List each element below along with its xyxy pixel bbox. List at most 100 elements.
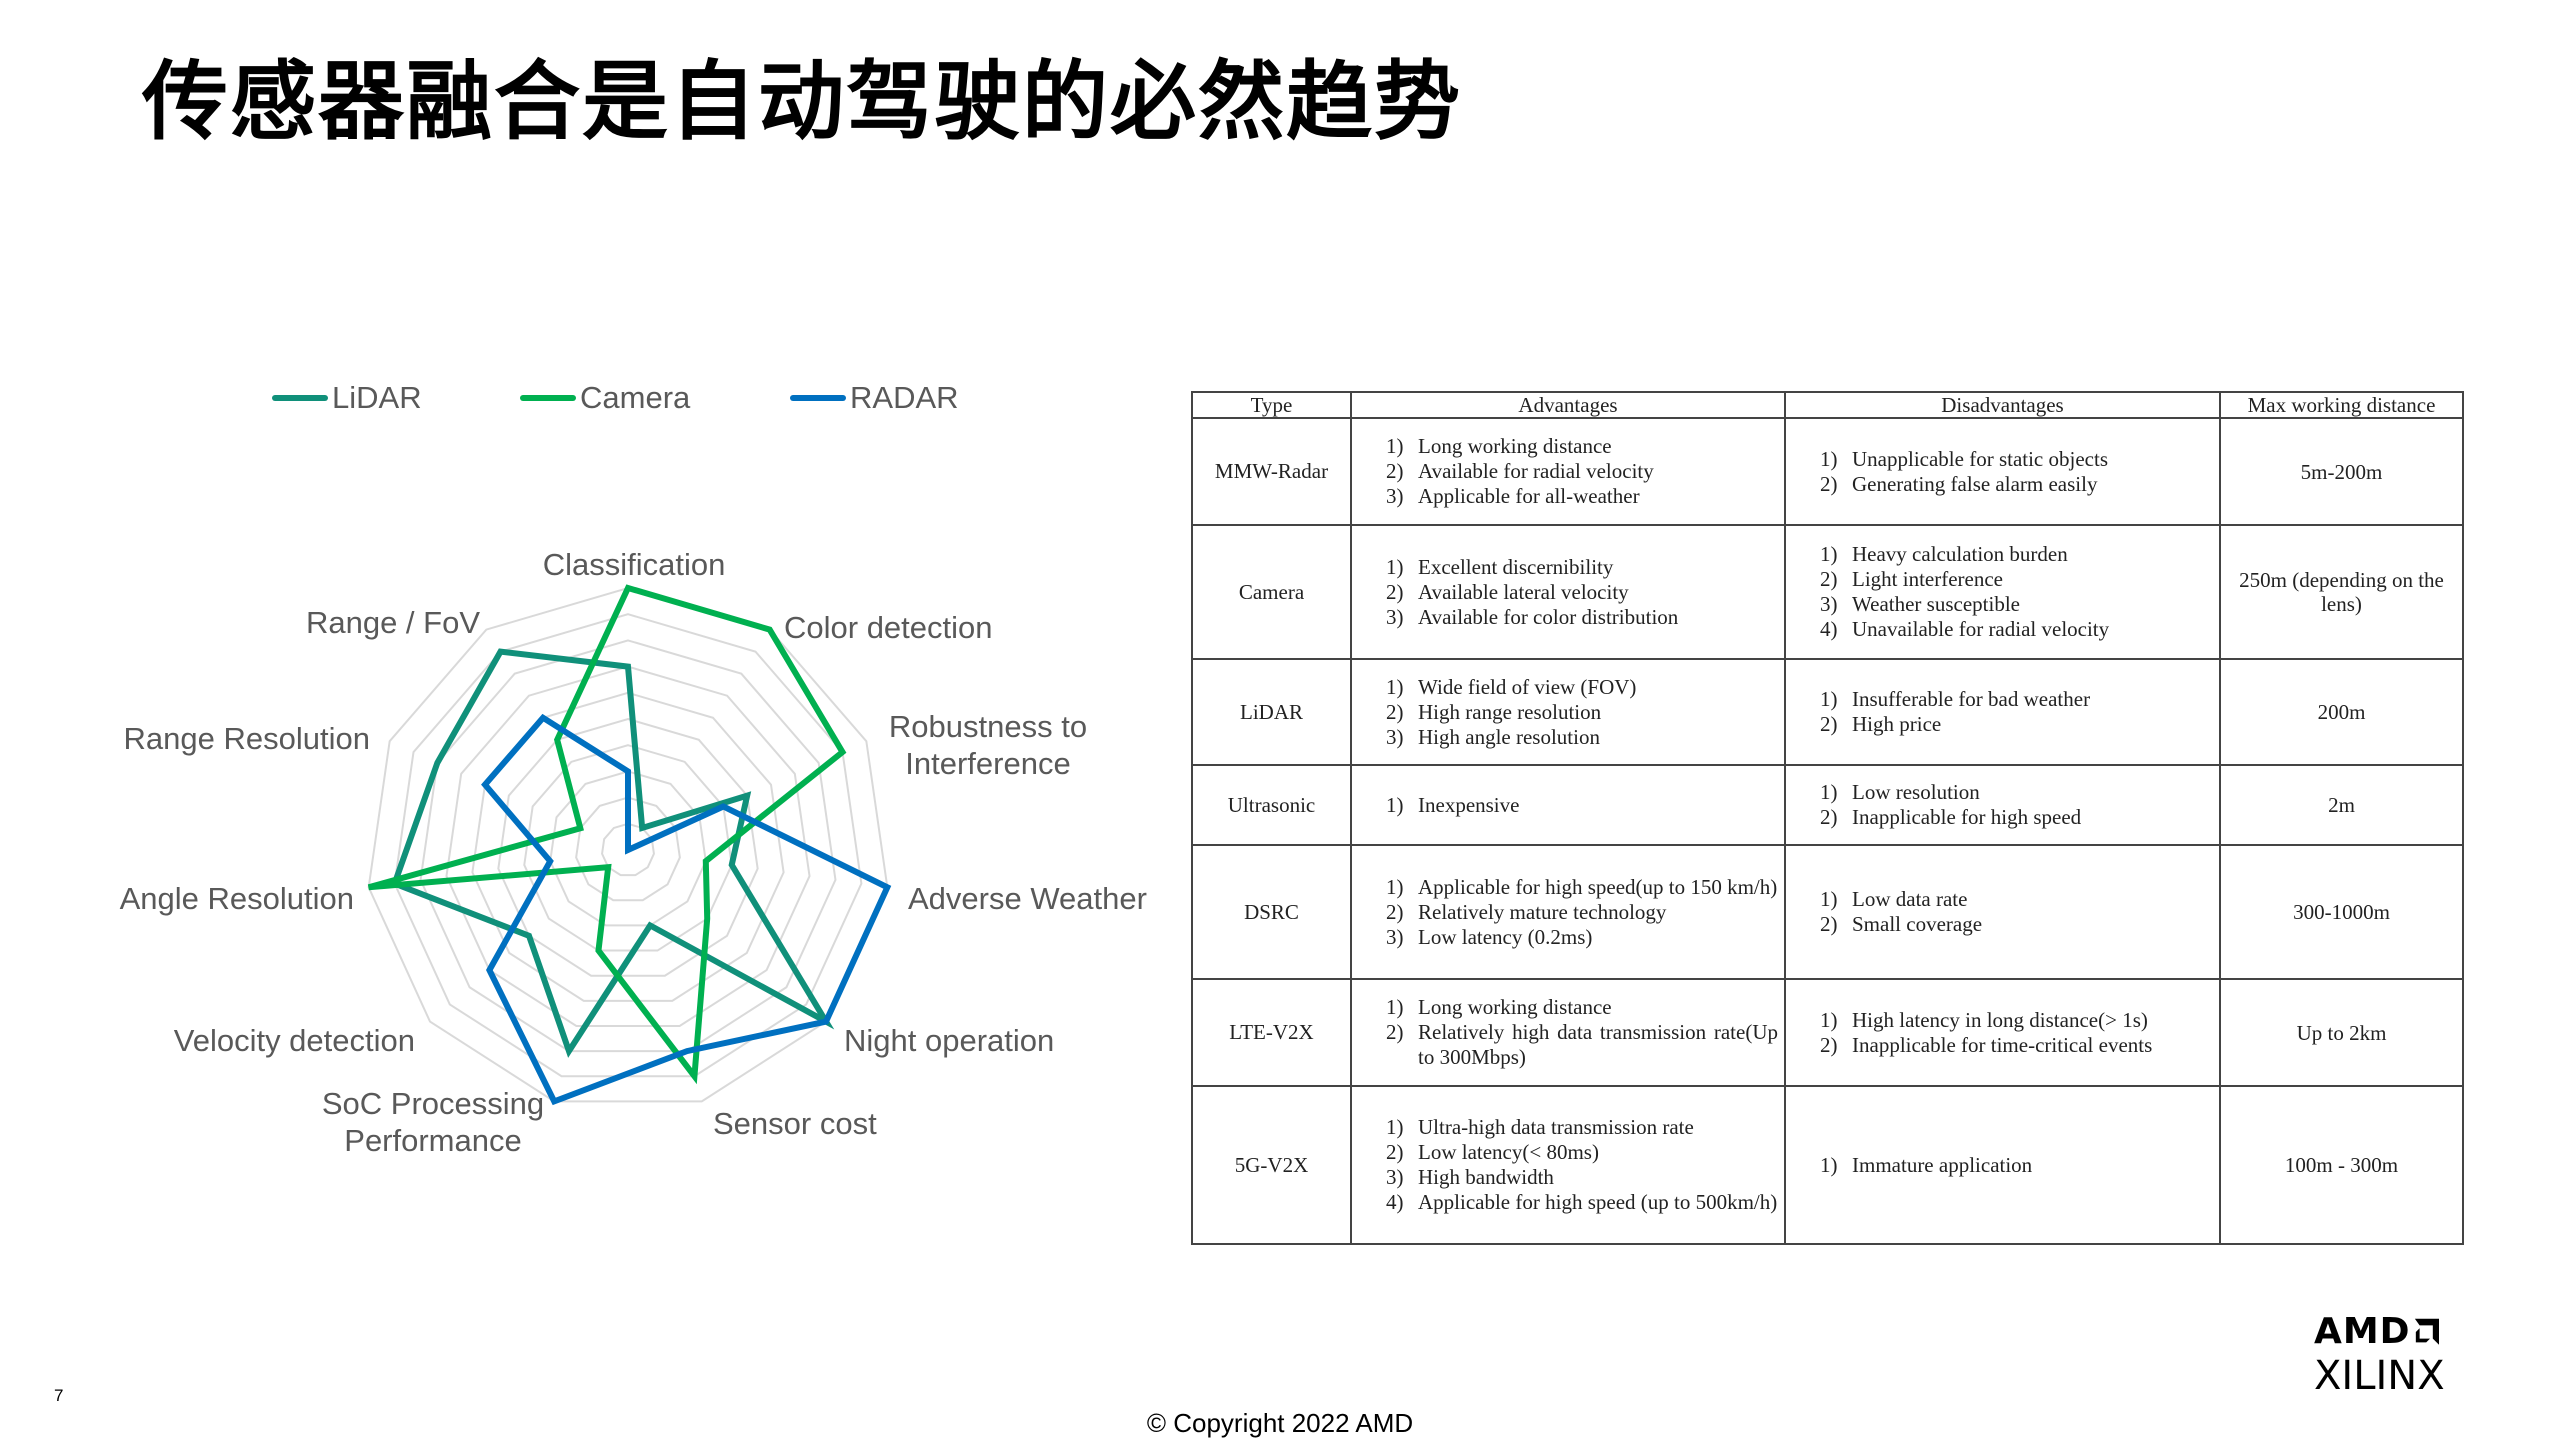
slide-title: 传感器融合是自动驾驶的必然趋势: [142, 52, 1462, 152]
advantages-list: 1)Applicable for high speed(up to 150 km…: [1352, 871, 1784, 954]
series-radar: [481, 713, 892, 1106]
item-number: 2): [1386, 1020, 1404, 1044]
item-number: 2): [1386, 1140, 1404, 1164]
list-item: 3) High bandwidth: [1386, 1165, 1778, 1190]
grid-ring: [523, 744, 733, 952]
item-number: 2): [1820, 712, 1838, 736]
cell-type: MMW-Radar: [1191, 417, 1352, 526]
list-item: 3)High angle resolution: [1386, 725, 1778, 750]
list-item: 1) Low data rate: [1820, 887, 2213, 912]
item-number: 3): [1386, 1165, 1404, 1189]
list-item: 4)Applicable for high speed (up to 500km…: [1386, 1190, 1778, 1215]
item-number: 2): [1820, 1032, 1838, 1057]
item-text: Low resolution: [1852, 780, 1980, 804]
item-text: Inexpensive: [1418, 792, 1520, 817]
legend-swatch-lidar: [272, 395, 328, 401]
item-number: 2): [1386, 459, 1404, 483]
item-number: 3): [1820, 592, 1838, 616]
cell-max-distance: 250m (depending on the lens): [2219, 524, 2464, 660]
item-text: Inapplicable for time-critical events: [1852, 1032, 2153, 1057]
item-text: High angle resolution: [1418, 724, 1600, 749]
item-number: 1): [1386, 995, 1404, 1019]
list-item: 2)Small coverage: [1820, 912, 2213, 937]
list-item: 2)High price: [1820, 712, 2213, 737]
axis-label-angle-resolution: Angle Resolution: [119, 881, 354, 916]
list-item: 3)Weather susceptible: [1820, 592, 2213, 617]
cell-disadvantages: 1)Immature application: [1784, 1085, 2221, 1245]
cell-max-distance: 2m: [2219, 764, 2464, 846]
item-number: 2): [1386, 899, 1404, 924]
item-text: High bandwidth: [1418, 1165, 1554, 1189]
item-number: 2): [1386, 699, 1404, 724]
item-text: Relatively mature technology: [1418, 899, 1667, 924]
list-item: 1)Applicable for high speed(up to 150 km…: [1386, 875, 1778, 900]
list-item: 1)Ultra-high data transmission rate: [1386, 1115, 1778, 1140]
legend-label: Camera: [580, 380, 691, 415]
grid-ring: [445, 665, 811, 1027]
cell-advantages: 1)Inexpensive: [1350, 764, 1786, 846]
series-camera: [367, 584, 847, 1085]
grid-ring: [419, 639, 837, 1053]
list-item: 1)Heavy calculation burden: [1820, 542, 2213, 567]
axis-label-sensor-cost: Sensor cost: [713, 1106, 877, 1141]
amd-arrow-icon: [2414, 1318, 2439, 1346]
header-advantages: Advantages: [1350, 391, 1786, 419]
item-number: 1): [1820, 780, 1838, 804]
item-number: 1): [1820, 446, 1838, 471]
item-number: 3): [1386, 924, 1404, 949]
item-text: Applicable for high speed(up to 150 km/h…: [1418, 874, 1778, 899]
item-number: 1): [1386, 1115, 1404, 1139]
cell-max-distance: 200m: [2219, 658, 2464, 766]
series-lidar: [390, 648, 835, 1058]
item-number: 1): [1820, 542, 1838, 566]
disadvantages-list: 1)High latency in long distance(> 1s)2)I…: [1786, 1004, 2219, 1062]
list-item: 1)Insufferable for bad weather: [1820, 687, 2213, 712]
item-number: 1): [1386, 434, 1404, 458]
axis-label-classification: Classification: [542, 547, 726, 582]
cell-max-distance: Up to 2km: [2219, 978, 2464, 1087]
advantages-list: 1)Wide field of view (FOV)2)High range r…: [1352, 671, 1784, 754]
item-text: Unavailable for radial velocity: [1852, 617, 2110, 641]
cell-type: Ultrasonic: [1191, 764, 1352, 846]
item-text: Generating false alarm easily: [1852, 471, 2098, 496]
disadvantages-list: 1)Immature application: [1786, 1149, 2219, 1182]
item-number: 1): [1820, 887, 1838, 911]
item-text: Low data rate: [1852, 887, 1968, 911]
item-number: 1): [1820, 687, 1838, 711]
item-number: 3): [1386, 604, 1404, 629]
cell-type: DSRC: [1191, 844, 1352, 980]
list-item: 1)Long working distance: [1386, 434, 1778, 459]
list-item: 2)High range resolution: [1386, 700, 1778, 725]
list-item: 2) Generating false alarm easily: [1820, 472, 2213, 497]
item-number: 1): [1386, 674, 1404, 699]
item-text: Excellent discernibility: [1418, 554, 1614, 579]
legend-item-lidar: LiDAR: [272, 380, 422, 416]
list-item: 1)Unapplicable for static objects: [1820, 447, 2213, 472]
list-item: 2)Relatively high data transmission rate…: [1386, 1020, 1778, 1070]
header-disadvantages: Disadvantages: [1784, 391, 2221, 419]
page-number: 7: [54, 1386, 64, 1405]
list-item: 2)Light interference: [1820, 567, 2213, 592]
sensor-comparison-table: Type Advantages Disadvantages Max workin…: [1191, 391, 2464, 1245]
item-text: Low latency (0.2ms): [1418, 924, 1593, 949]
list-item: 3)Available for color distribution: [1386, 605, 1778, 630]
item-number: 2): [1820, 471, 1838, 496]
